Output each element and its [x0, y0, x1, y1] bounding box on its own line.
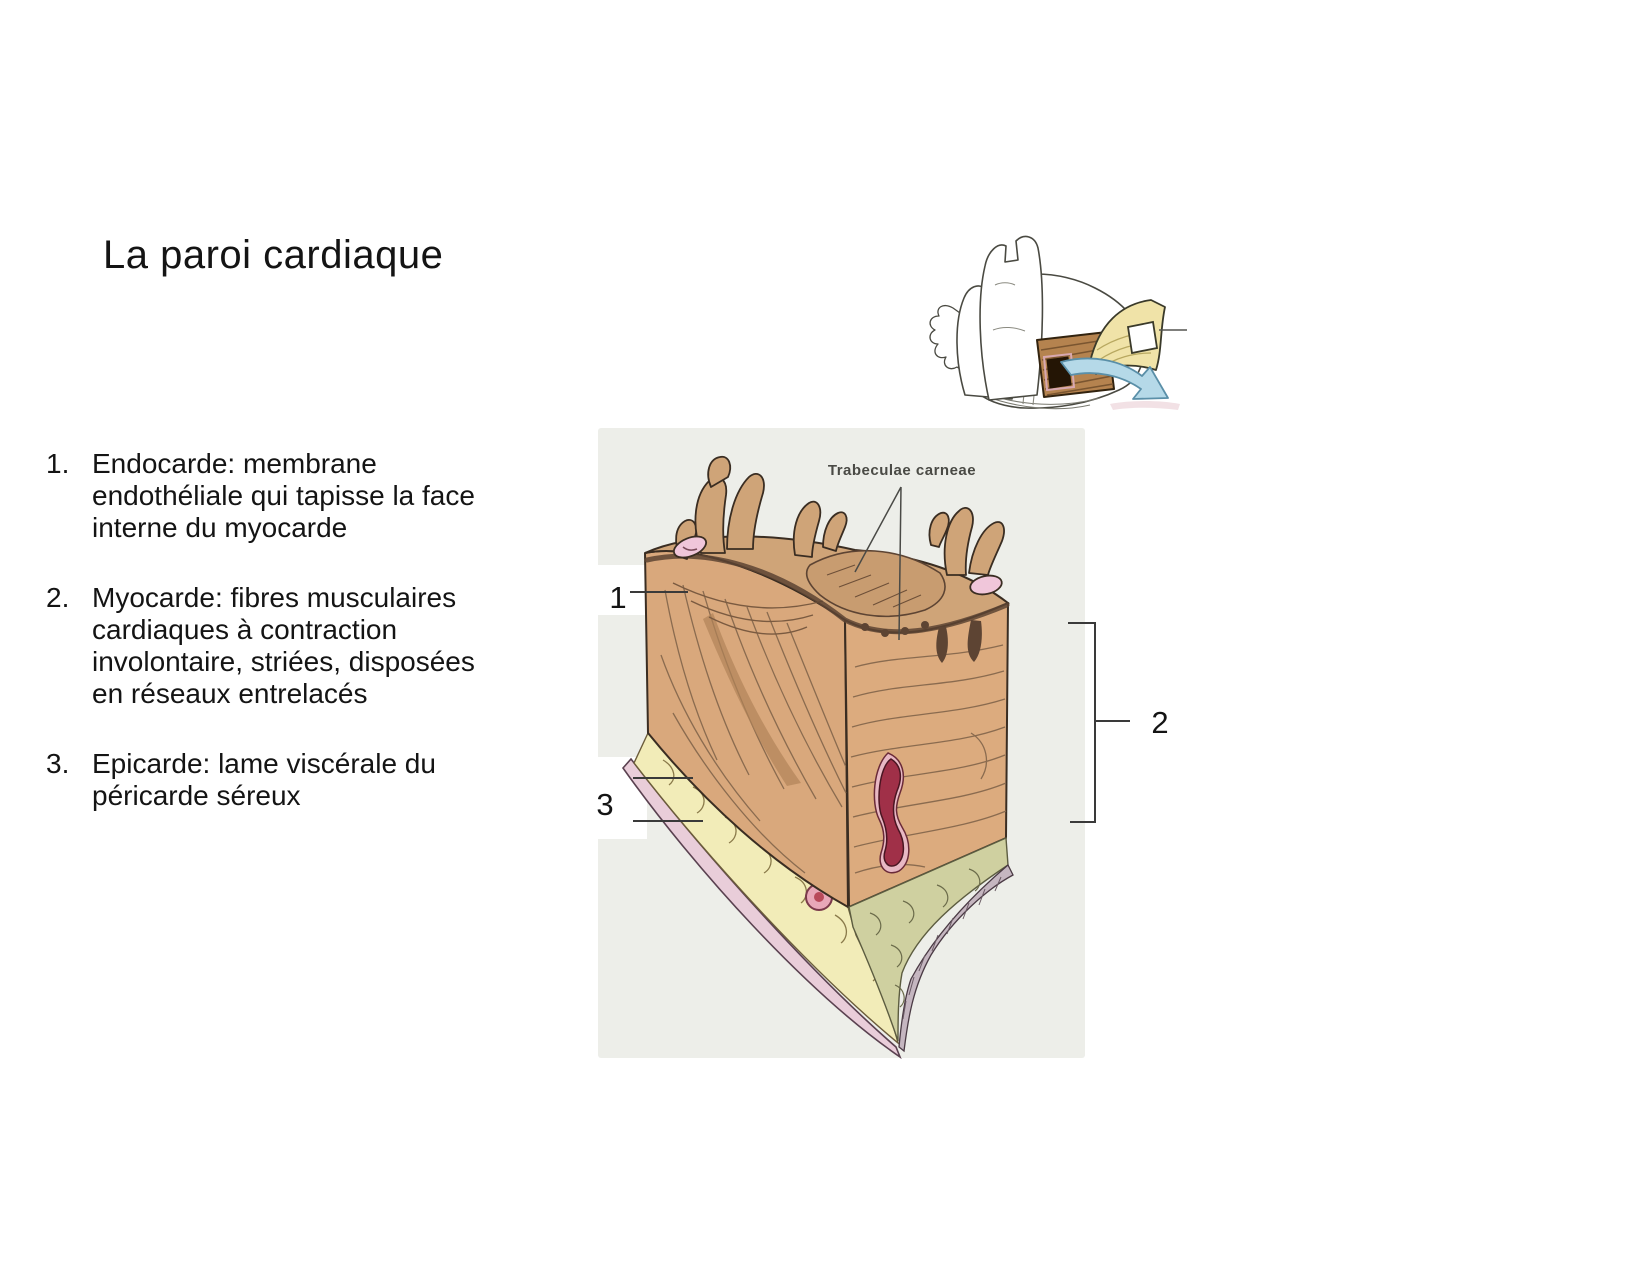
list-item-epicarde: 3. Epicarde: lame viscérale du péricarde… [46, 748, 516, 812]
list-text: Myocarde: fibres musculaires cardiaques … [92, 582, 475, 709]
fat-green-layer [848, 836, 1009, 1042]
label-box [591, 565, 645, 615]
heart-wall-diagram: Trabeculae carneae 1 2 3 [581, 428, 1169, 1060]
heart-wall-figure: Trabeculae carneae 1 2 3 [555, 415, 1195, 1075]
fat-lobule-texture-right [869, 868, 981, 1008]
small-vessel-lumen [814, 892, 824, 902]
heart-inset-illustration [929, 235, 1187, 410]
cut-edge-stripes [902, 876, 1002, 1020]
peel-direction-arrow [1060, 357, 1169, 400]
coronary-vessel [878, 758, 905, 867]
crevice-drips [936, 620, 982, 663]
cut-bottom-edge [898, 863, 1014, 1053]
fiber-shadow [703, 613, 801, 786]
heart-inset-figure [875, 190, 1195, 415]
layer-list: 1. Endocarde: membrane endothéliale qui … [46, 448, 516, 850]
label-3-leaders [633, 777, 703, 822]
caption-group: Trabeculae carneae [828, 462, 976, 641]
list-number: 3. [46, 748, 70, 779]
label-endocarde: 1 [609, 580, 626, 615]
slide-title: La paroi cardiaque [103, 233, 444, 277]
fat-lobule-texture [662, 759, 879, 982]
list-item-myocarde: 2. Myocarde: fibres musculaires cardiaqu… [46, 582, 516, 710]
flap-hole [1126, 320, 1159, 355]
epicardium-flap [1089, 299, 1166, 375]
list-text: Epicarde: lame viscérale du péricarde sé… [92, 748, 436, 811]
label-epicarde: 3 [596, 787, 613, 822]
list-item-endocarde: 1. Endocarde: membrane endothéliale qui … [46, 448, 516, 544]
plateau-arcs [672, 582, 824, 635]
label-myocarde: 2 [1151, 705, 1168, 740]
vessel-cross-sections [672, 535, 1003, 596]
caption-leader-lines [854, 486, 902, 641]
heart-outline [929, 235, 1145, 410]
trabeculae-carneae-surface [644, 455, 1010, 663]
figure-labels: 1 2 3 [596, 580, 1169, 823]
list-number: 2. [46, 582, 70, 613]
caption-trabeculae: Trabeculae carneae [828, 462, 976, 479]
scan-edge [1110, 401, 1180, 410]
list-text: Endocarde: membrane endothéliale qui tap… [92, 448, 475, 543]
trabecular-fingers [675, 455, 1005, 576]
list-number: 1. [46, 448, 70, 479]
label-2-bracket [1068, 622, 1130, 823]
